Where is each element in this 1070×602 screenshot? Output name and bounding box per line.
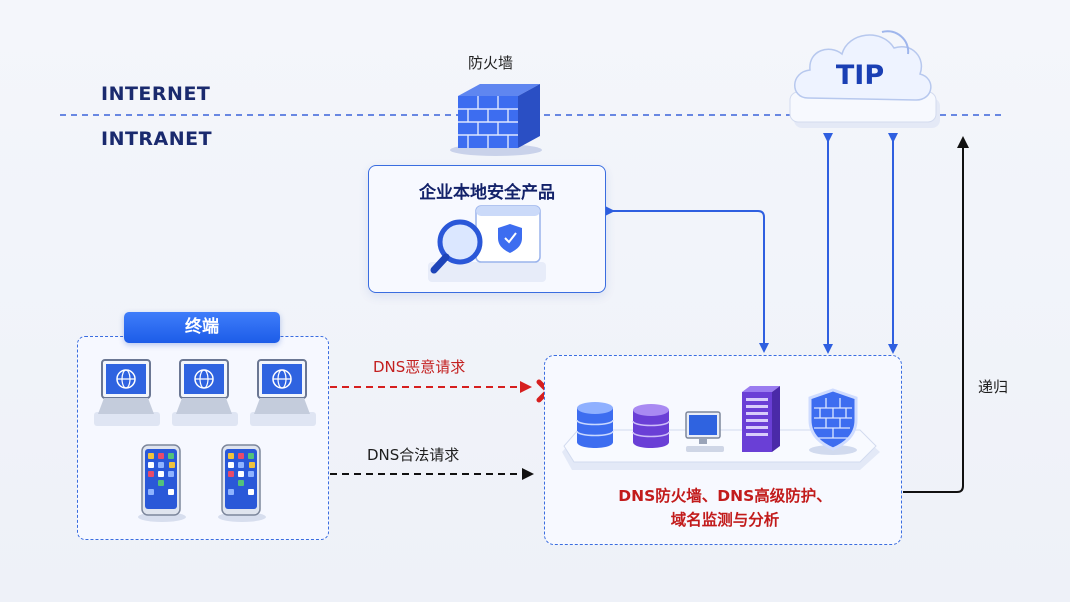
smartphone-icon: [218, 444, 266, 522]
laptop-globe-icon: [250, 359, 316, 426]
recursion-arrow: [903, 136, 969, 493]
firewall-label: 防火墙: [468, 54, 514, 72]
database-blue-icon: [576, 402, 614, 448]
brick-firewall-icon: [450, 84, 542, 156]
magnifier-shield-icon: [428, 205, 546, 282]
malicious-request-label: DNS恶意请求: [373, 358, 466, 376]
terminal-tab: 终端: [124, 312, 280, 343]
intranet-label: INTRANET: [101, 128, 213, 150]
dns-platform-caption: DNS防火墙、DNS高级防护、 域名监测与分析: [555, 484, 895, 532]
laptop-globe-icon: [172, 359, 238, 426]
local-security-title: 企业本地安全产品: [419, 183, 555, 203]
recursion-label: 递归: [978, 378, 1009, 396]
cloud-tip-icon: [789, 30, 940, 128]
smartphone-icon: [138, 444, 186, 522]
internet-label: INTERNET: [101, 83, 211, 105]
legit-request-label: DNS合法请求: [367, 446, 460, 464]
database-purple-icon: [632, 404, 670, 448]
security-shield-icon: [808, 388, 858, 455]
dns-caption-line-2: 域名监测与分析: [670, 511, 780, 529]
desktop-pc-icon: [685, 411, 724, 452]
local-to-dns-arrow: [605, 206, 769, 353]
server-rack-icon: [742, 386, 780, 452]
tip-label: TIP: [835, 60, 885, 91]
dns-caption-line-1: DNS防火墙、DNS高级防护、: [618, 487, 832, 505]
laptop-globe-icon: [94, 359, 160, 426]
